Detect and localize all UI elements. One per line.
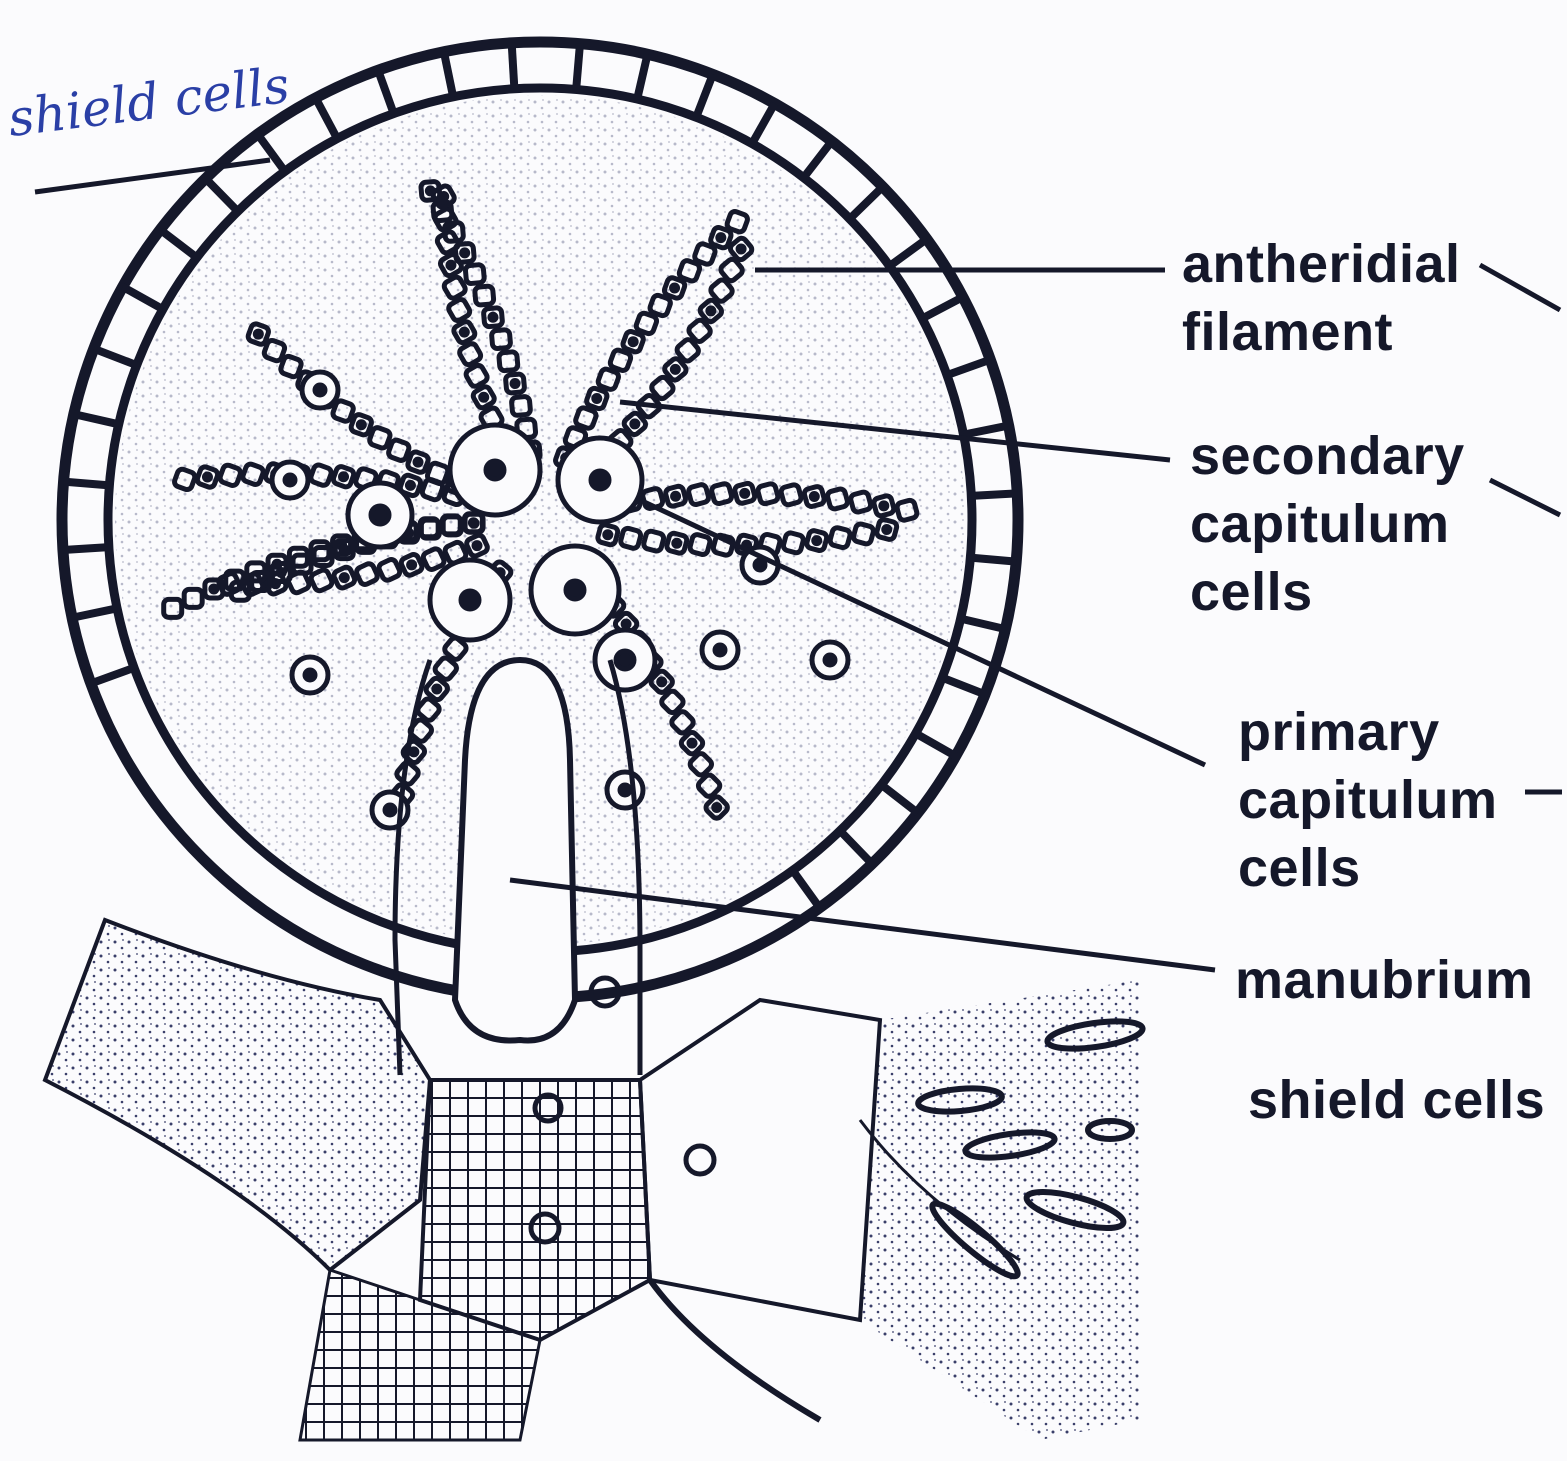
leader-shield-handwritten: [35, 160, 270, 192]
label-shield-cells: shield cells: [1248, 1068, 1545, 1132]
label-secondary-capitulum-2: capitulum: [1190, 492, 1450, 556]
label-secondary-capitulum-1: secondary: [1190, 424, 1465, 488]
manubrium-cavity: [455, 660, 575, 1041]
label-antheridial-filament-1: antheridial: [1182, 232, 1461, 296]
label-antheridial-filament-2: filament: [1182, 300, 1393, 364]
label-secondary-capitulum-3: cells: [1190, 560, 1313, 624]
label-manubrium: manubrium: [1235, 948, 1534, 1012]
label-primary-capitulum-3: cells: [1238, 836, 1361, 900]
label-primary-capitulum-1: primary: [1238, 700, 1440, 764]
label-primary-capitulum-2: capitulum: [1238, 768, 1498, 832]
